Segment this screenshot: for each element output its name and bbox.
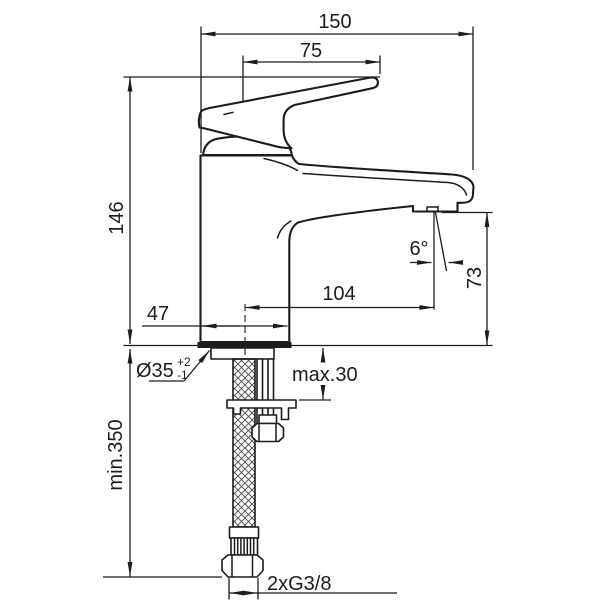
faucet-body-and-spout bbox=[199, 154, 475, 344]
hose-hex-nut-facets bbox=[231, 555, 254, 578]
faucet-outline bbox=[197, 76, 475, 578]
dimension-labels: 150 75 146 104 47 73 6° max.30 Ø35 +2 -1… bbox=[105, 11, 486, 595]
fixing-collar bbox=[258, 414, 278, 425]
label-mounting-hole-tol-minus: -1 bbox=[177, 368, 188, 382]
label-supply-connection: 2xG3/8 bbox=[267, 573, 331, 595]
spout-root-curve bbox=[263, 157, 299, 172]
label-max-deck-thickness: max.30 bbox=[292, 364, 358, 386]
dim-spout-height-73 bbox=[442, 211, 493, 345]
label-spout-height: 73 bbox=[464, 267, 486, 289]
dim-handle-length-75 bbox=[242, 55, 381, 102]
label-total-height: 146 bbox=[106, 201, 128, 234]
mounting-plate bbox=[226, 399, 297, 421]
label-body-depth: 47 bbox=[147, 303, 169, 325]
lever-surface-tick bbox=[223, 111, 234, 116]
fixing-nut-facets bbox=[258, 423, 277, 442]
spout-top-inner-line bbox=[302, 172, 468, 196]
dim-overall-depth-150 bbox=[200, 26, 474, 170]
dim-min-clearance-350 bbox=[103, 349, 222, 578]
hose-ferrule bbox=[228, 526, 260, 539]
hose-ribs bbox=[233, 537, 255, 556]
aerator-detail bbox=[426, 205, 439, 213]
label-aerator-angle: 6° bbox=[409, 238, 428, 260]
label-handle-length: 75 bbox=[300, 40, 322, 62]
leader-mounting-hole bbox=[149, 350, 210, 382]
label-mounting-hole: Ø35 bbox=[136, 360, 174, 382]
label-spout-reach: 104 bbox=[322, 283, 355, 305]
hose-hex-nut bbox=[221, 554, 264, 578]
dimension-lines bbox=[103, 26, 493, 600]
dim-total-height-146 bbox=[123, 76, 380, 344]
dim-spout-reach-104 bbox=[244, 212, 435, 360]
label-overall-depth: 150 bbox=[318, 11, 351, 33]
dim-supply-connection-g38 bbox=[228, 578, 397, 600]
braided-supply-hose bbox=[232, 358, 256, 528]
spout-underside-curl bbox=[276, 220, 292, 239]
label-min-clearance: min.350 bbox=[105, 419, 127, 490]
dim-aerator-angle-6deg bbox=[410, 212, 463, 272]
base-washer bbox=[210, 347, 275, 360]
dim-max-deck-thickness-30 bbox=[299, 348, 331, 401]
label-mounting-hole-tol-plus: +2 bbox=[177, 355, 191, 369]
fixing-nut bbox=[251, 422, 285, 443]
